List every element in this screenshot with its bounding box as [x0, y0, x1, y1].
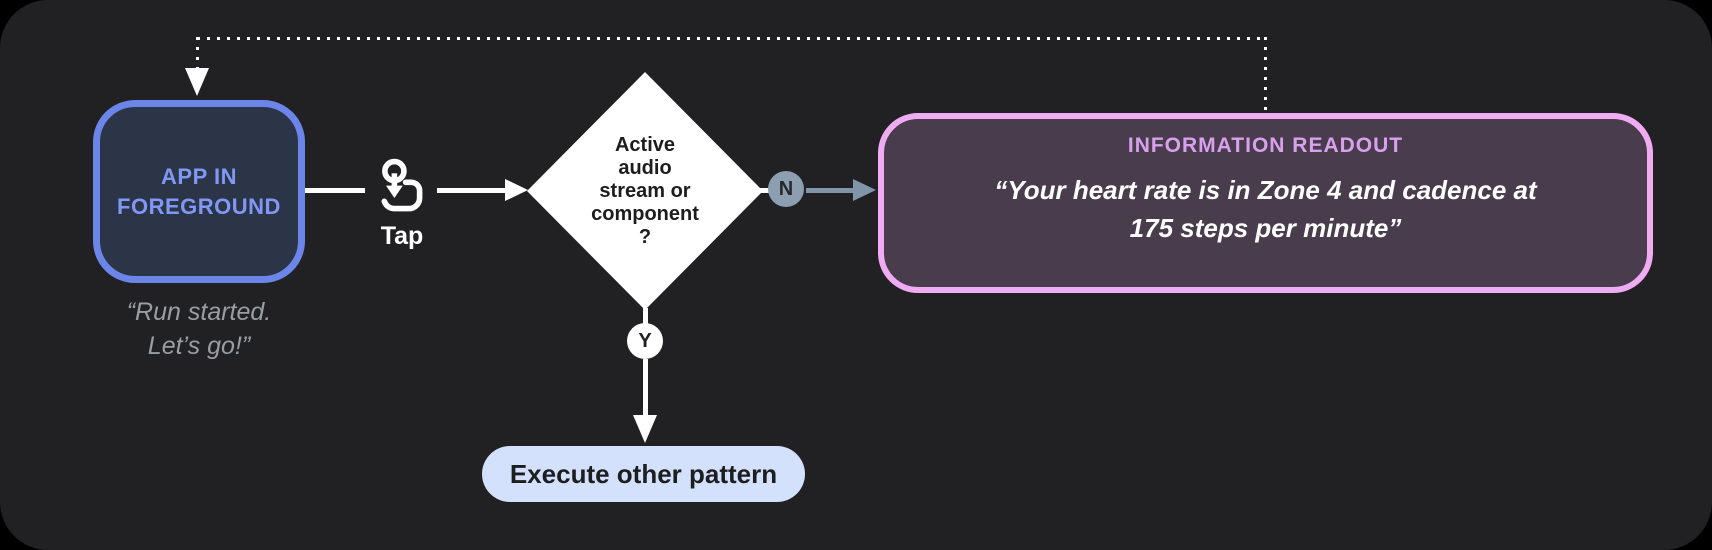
flow-arrowhead-into-execute-icon [633, 415, 657, 443]
app-in-foreground-label: APP IN FOREGROUND [117, 163, 281, 219]
no-branch-badge: N [768, 171, 804, 207]
feedback-loop-top-line [197, 37, 1267, 40]
flow-stub-decision-to-n [758, 188, 770, 193]
feedback-loop-right-line [1264, 37, 1267, 111]
decision-label: Active audio stream or component ? [591, 133, 699, 248]
information-readout-quote: “Your heart rate is in Zone 4 and cadenc… [994, 175, 1537, 243]
information-readout-title: INFORMATION READOUT [1127, 134, 1404, 157]
yes-branch-badge: Y [627, 323, 663, 359]
tap-label: Tap [380, 222, 424, 250]
decision-diamond-shape [527, 72, 763, 310]
execute-other-pattern-node: Execute other pattern [482, 446, 805, 502]
flow-line-app-to-tap [305, 188, 365, 193]
feedback-loop-left-line [196, 37, 199, 68]
flow-arrowhead-into-decision-icon [505, 179, 528, 201]
information-readout-node: INFORMATION READOUT “Your heart rate is … [878, 113, 1653, 293]
decision-node: Active audio stream or component ? [527, 72, 763, 310]
feedback-loop-arrowhead-icon [185, 68, 209, 96]
flow-line-y-to-execute [643, 359, 648, 417]
app-in-foreground-node: APP IN FOREGROUND [93, 100, 305, 283]
flow-stub-decision-to-y [643, 308, 648, 324]
flow-line-n-to-readout [806, 188, 854, 193]
run-started-caption: “Run started. Let’s go!” [126, 298, 272, 360]
flow-arrowhead-into-readout-icon [853, 179, 876, 201]
flow-line-tap-to-decision [437, 188, 507, 193]
tap-gesture-icon [372, 158, 428, 220]
